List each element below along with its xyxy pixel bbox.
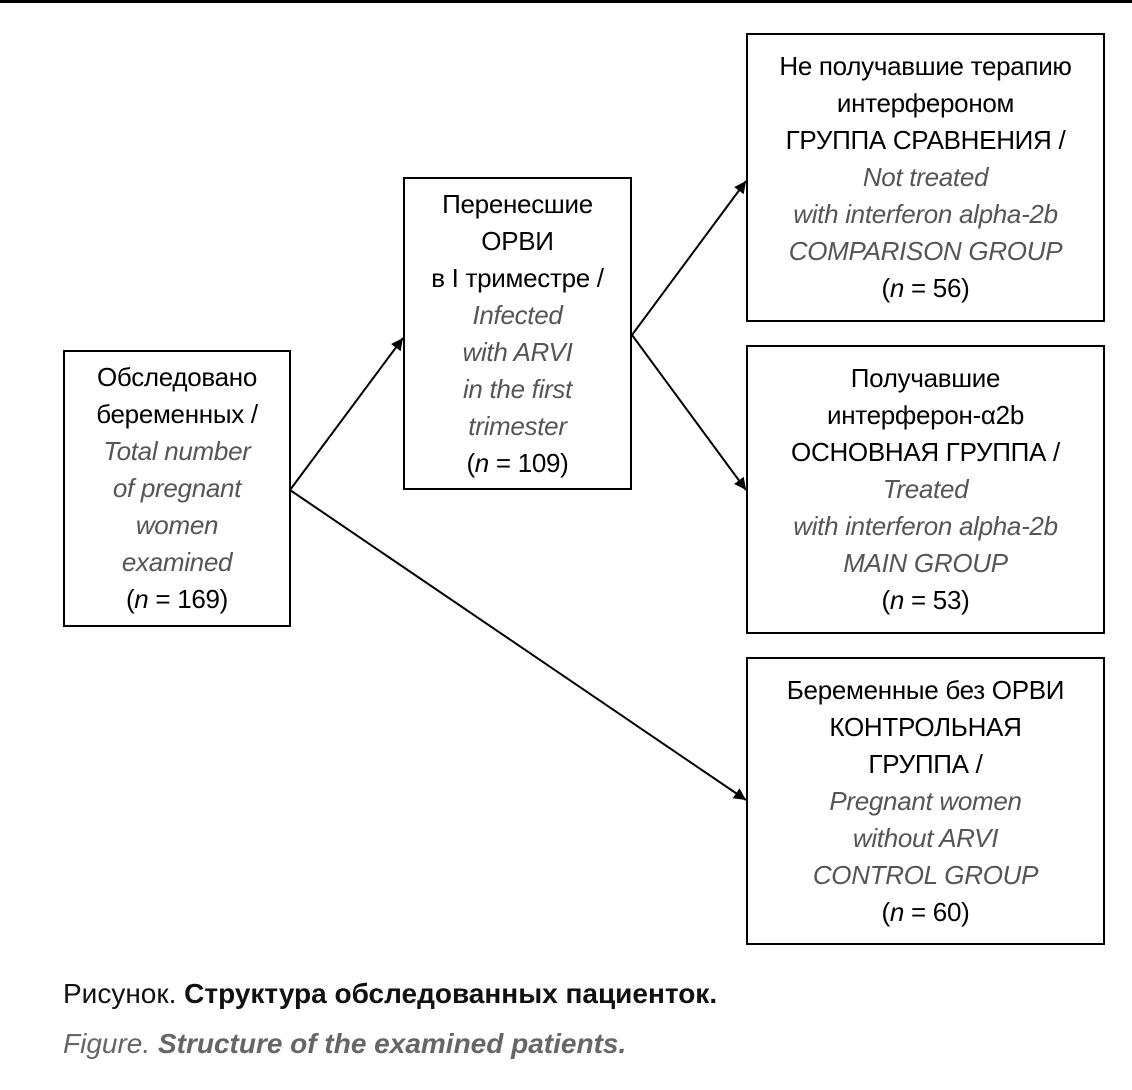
arrow-total-to-control xyxy=(289,489,747,801)
total-en-line-1: Total number xyxy=(103,436,251,466)
top-rule xyxy=(0,0,1132,3)
control-en-line-3: CONTROL GROUP xyxy=(812,859,1039,890)
comparison-ru-line-2: интерфероном xyxy=(836,88,1015,118)
arrow-total-to-arvi xyxy=(289,337,404,491)
arrow-arvi-to-comparison xyxy=(631,180,747,336)
comparison-en-line-1: Not treated xyxy=(862,162,989,192)
control-ru-line-3: ГРУППА / xyxy=(868,748,983,779)
caption-ru-title: Структура обследованных пациенток. xyxy=(184,978,718,1009)
control-en-line-1: Pregnant women xyxy=(829,785,1022,816)
total-en-line-4: examined xyxy=(121,547,233,577)
total-count: (n = 169) xyxy=(125,584,229,614)
total-ru-line-2: беременных / xyxy=(96,399,258,429)
caption-ru-prefix: Рисунок. xyxy=(63,978,185,1009)
main-ru-line-1: Получавшие xyxy=(850,363,1001,393)
control-count: (n = 60) xyxy=(881,896,970,927)
main-count: (n = 53) xyxy=(881,585,970,615)
arvi-count: (n = 109) xyxy=(466,447,569,478)
control-group-box: Беременные без ОРВИ КОНТРОЛЬНАЯ ГРУППА /… xyxy=(746,657,1105,945)
caption-en-title: Structure of the examined patients. xyxy=(157,1028,627,1059)
total-ru-line-1: Обследовано xyxy=(96,362,257,392)
arvi-en-line-1: Infected xyxy=(472,299,563,330)
total-en-line-2: of pregnant xyxy=(112,473,242,503)
caption-en-prefix: Figure. xyxy=(63,1028,158,1059)
comparison-en-line-3: COMPARISON GROUP xyxy=(788,236,1063,266)
arvi-count-n: n xyxy=(474,447,489,478)
comparison-en-line-2: with interferon alpha-2b xyxy=(793,199,1058,229)
total-count-value: = 169) xyxy=(148,584,229,614)
comparison-count-n: n xyxy=(889,273,905,303)
caption-ru: Рисунок. Структура обследованных пациент… xyxy=(63,978,717,1010)
main-en-line-2: with interferon alpha-2b xyxy=(793,511,1058,541)
control-count-n: n xyxy=(889,896,905,927)
main-ru-line-3: ОСНОВНАЯ ГРУППА / xyxy=(791,437,1060,467)
control-en-line-2: without ARVI xyxy=(852,822,999,853)
main-en-line-3: MAIN GROUP xyxy=(843,548,1008,578)
control-ru-line-1: Беременные без ОРВИ xyxy=(786,674,1065,705)
total-count-n: n xyxy=(134,584,149,614)
comparison-count: (n = 56) xyxy=(881,273,970,303)
total-examined-box: Обследовано беременных / Total number of… xyxy=(63,350,291,627)
control-ru-line-2: КОНТРОЛЬНАЯ xyxy=(829,711,1022,742)
main-count-n: n xyxy=(889,585,905,615)
arvi-ru-line-1: Перенесшие xyxy=(442,188,593,219)
comparison-ru-line-1: Не получавшие терапию xyxy=(779,51,1072,81)
arvi-ru-line-3: в I триместре / xyxy=(431,262,604,293)
control-count-value: = 60) xyxy=(904,896,970,927)
caption-en: Figure. Structure of the examined patien… xyxy=(63,1028,626,1060)
comparison-count-value: = 56) xyxy=(904,273,970,303)
arvi-first-trimester-box: Перенесшие ОРВИ в I триместре / Infected… xyxy=(403,177,632,490)
main-ru-line-2: интерферон-α2b xyxy=(827,400,1024,430)
main-en-line-1: Treated xyxy=(882,474,969,504)
arvi-count-value: = 109) xyxy=(488,447,569,478)
arvi-ru-line-2: ОРВИ xyxy=(481,225,554,256)
comparison-ru-line-3: ГРУППА СРАВНЕНИЯ / xyxy=(785,125,1066,155)
arvi-en-line-3: in the first xyxy=(462,373,573,404)
arvi-en-line-2: with ARVI xyxy=(462,336,573,367)
main-group-box: Получавшие интерферон-α2b ОСНОВНАЯ ГРУПП… xyxy=(746,345,1105,634)
main-count-value: = 53) xyxy=(904,585,970,615)
arrow-arvi-to-main xyxy=(631,334,747,491)
comparison-group-box: Не получавшие терапию интерфероном ГРУПП… xyxy=(746,33,1105,322)
arvi-en-line-4: trimester xyxy=(468,410,567,441)
total-en-line-3: women xyxy=(135,510,219,540)
